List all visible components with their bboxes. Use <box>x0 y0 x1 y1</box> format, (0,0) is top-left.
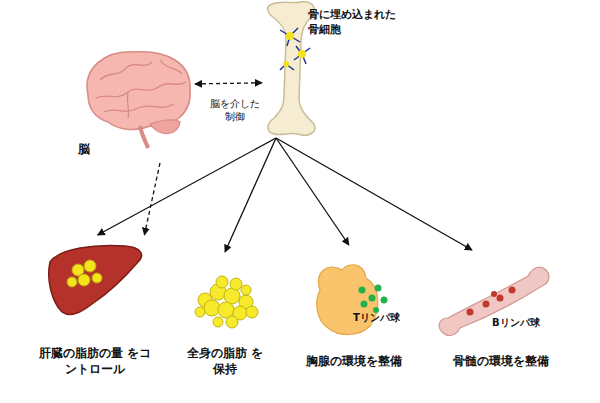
fat-cells-illustration <box>195 276 258 328</box>
arrow <box>276 138 472 250</box>
node-label: 全身の脂肪 を保持 <box>182 345 268 377</box>
arrow <box>98 138 276 235</box>
cell-label: Tリンパ球 <box>353 311 409 325</box>
thymus-illustration <box>317 265 388 335</box>
thymus-node: Tリンパ球胸腺の環境を整備 <box>298 245 411 375</box>
node-label: 脳 <box>78 141 108 157</box>
fat-node: 全身の脂肪 を保持 <box>180 252 270 385</box>
node-label: 骨に埋め込まれた 骨細胞 <box>308 8 400 38</box>
dashed-arrow <box>144 163 160 235</box>
brain-illustration <box>87 52 190 148</box>
long-bone-illustration <box>268 2 315 136</box>
node-label: 胸腺の環境を整備 <box>300 353 408 369</box>
arrow <box>225 138 276 252</box>
bone-node: 骨に埋め込まれた 骨細胞 <box>262 0 402 138</box>
liver-illustration <box>49 246 142 315</box>
cell-label: Bリンパ球 <box>492 316 554 330</box>
node-label: 骨髄の環境を整備 <box>442 353 560 369</box>
arrow <box>276 138 349 245</box>
liver-node: 肝臓の脂肪の量 をコントロール <box>30 235 160 385</box>
dashed-arrow <box>195 83 262 84</box>
marrow-node: Bリンパ球骨髄の環境を整備 <box>430 250 570 375</box>
brain-node: 脳 <box>70 45 195 163</box>
edge-label: 脳を介した 制御 <box>204 97 266 123</box>
node-label: 肝臓の脂肪の量 をコントロール <box>34 345 156 377</box>
